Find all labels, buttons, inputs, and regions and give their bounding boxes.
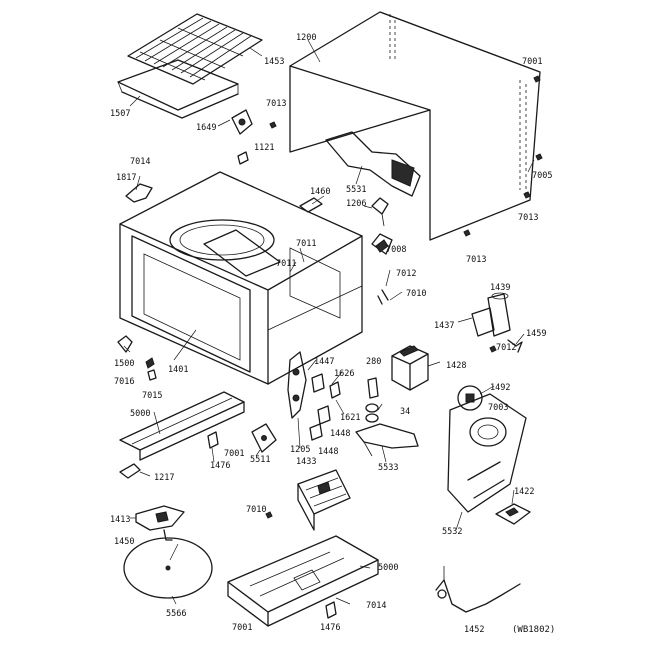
label-5531: 5531 — [346, 185, 366, 195]
label-1448-b: 1448 — [318, 447, 338, 457]
label-1200: 1200 — [296, 33, 316, 43]
label-5000-b: 5000 — [378, 563, 398, 573]
wire-harness — [355, 423, 419, 457]
tray — [117, 59, 239, 119]
label-7011-a: 7011 — [296, 239, 316, 249]
label-1452: 1452 — [464, 625, 484, 635]
screws — [265, 75, 543, 519]
reference-code: (WB1802) — [512, 625, 555, 635]
thermostat-probe — [435, 566, 521, 613]
label-7013-c: 7013 — [466, 255, 486, 265]
part-labels: 1200 7001 1453 1507 7013 1649 1121 7014 … — [110, 33, 555, 635]
diode-1459 — [507, 339, 523, 353]
label-7012-a: 7012 — [396, 269, 416, 279]
fan-duct — [447, 393, 527, 513]
door-switches — [287, 351, 341, 441]
bottom-rail — [119, 391, 245, 461]
label-34: 34 — [400, 407, 410, 417]
leader-lines — [123, 39, 535, 605]
label-1476-b: 1476 — [320, 623, 340, 633]
bottom-plate — [227, 535, 379, 627]
fan-motor — [457, 385, 483, 411]
label-1433: 1433 — [296, 457, 316, 467]
label-1448-a: 1448 — [330, 429, 350, 439]
label-1121: 1121 — [254, 143, 274, 153]
label-7003: 7003 — [488, 403, 508, 413]
label-1453: 1453 — [264, 57, 284, 67]
control-board — [297, 469, 351, 531]
capacitor — [471, 292, 511, 337]
label-1492: 1492 — [490, 383, 510, 393]
part-7008 — [371, 233, 393, 255]
label-7013-b: 7013 — [518, 213, 538, 223]
label-1439: 1439 — [490, 283, 510, 293]
label-5533: 5533 — [378, 463, 398, 473]
label-7001-mid: 7001 — [224, 449, 244, 459]
part-1121 — [237, 151, 249, 165]
label-7014-b: 7014 — [366, 601, 386, 611]
label-7011-b: 7011 — [276, 259, 296, 269]
label-1817: 1817 — [116, 173, 136, 183]
label-5000-a: 5000 — [130, 409, 150, 419]
label-1206-a: 1206 — [346, 199, 366, 209]
screws-7012-7010 — [377, 289, 389, 305]
part-1476b — [325, 601, 337, 619]
label-7016: 7016 — [114, 377, 134, 387]
label-1500: 1500 — [114, 359, 134, 369]
turntable — [123, 537, 213, 599]
label-5511: 5511 — [250, 455, 270, 465]
oven-cavity — [119, 171, 363, 385]
motor-1649 — [231, 109, 253, 135]
label-7010-a: 7010 — [406, 289, 426, 299]
label-1459: 1459 — [526, 329, 546, 339]
label-1450: 1450 — [114, 537, 134, 547]
label-1205: 1205 — [290, 445, 310, 455]
label-7008: 7008 — [386, 245, 406, 255]
label-7012-b: 7012 — [496, 343, 516, 353]
label-7010-b: 7010 — [246, 505, 266, 515]
transformer — [391, 345, 429, 391]
label-1217: 1217 — [154, 473, 174, 483]
label-1447: 1447 — [314, 357, 334, 367]
clip-1217 — [119, 463, 141, 479]
part-1476a — [207, 431, 219, 449]
label-5566: 5566 — [166, 609, 186, 619]
label-1626: 1626 — [334, 369, 354, 379]
label-1437: 1437 — [434, 321, 454, 331]
label-1621: 1621 — [340, 413, 360, 423]
door-hinge — [251, 423, 277, 453]
fuse — [365, 377, 379, 423]
bracket-1817 — [125, 183, 153, 203]
latch-1500 — [117, 335, 157, 381]
oven-rack — [127, 13, 263, 85]
label-1460: 1460 — [310, 187, 330, 197]
label-1476-a: 1476 — [210, 461, 230, 471]
label-7001-top: 7001 — [522, 57, 542, 67]
part-1206-top — [371, 197, 389, 227]
turntable-coupler — [135, 505, 185, 541]
label-1428: 1428 — [446, 361, 466, 371]
label-7014-a: 7014 — [130, 157, 150, 167]
waveguide-duct — [325, 131, 421, 197]
label-7015: 7015 — [142, 391, 162, 401]
label-1413: 1413 — [110, 515, 130, 525]
label-1422: 1422 — [514, 487, 534, 497]
label-280: 280 — [366, 357, 381, 367]
label-1649: 1649 — [196, 123, 216, 133]
outer-cabinet — [289, 11, 541, 241]
label-7013-a: 7013 — [266, 99, 286, 109]
label-7005: 7005 — [532, 171, 552, 181]
label-5532: 5532 — [442, 527, 462, 537]
label-1507: 1507 — [110, 109, 130, 119]
label-7001-bottom: 7001 — [232, 623, 252, 633]
label-1401: 1401 — [168, 365, 188, 375]
part-1422 — [495, 503, 531, 525]
